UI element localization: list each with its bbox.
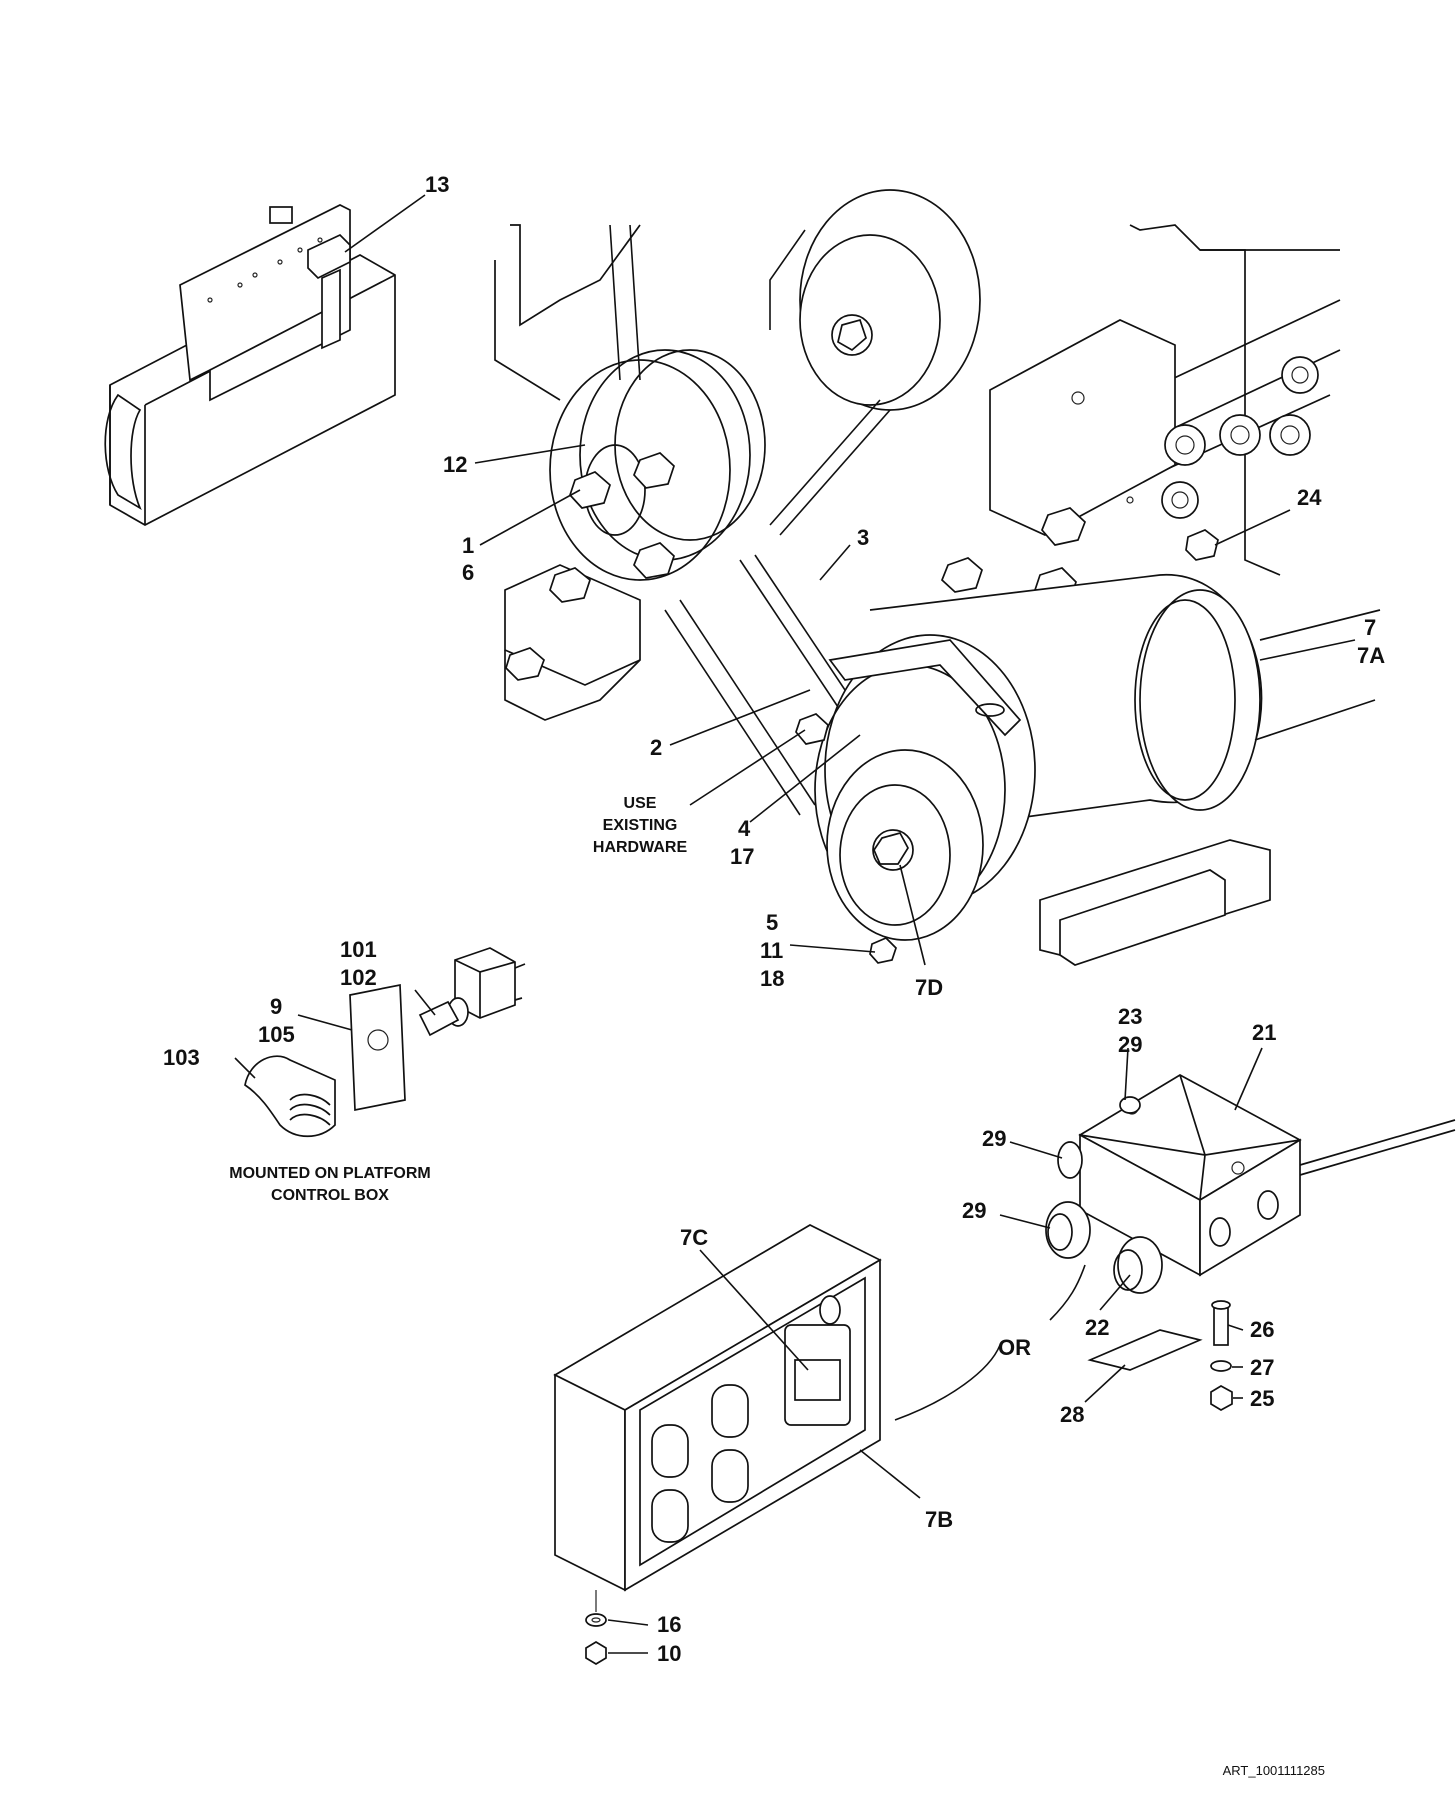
callout-12: 12 — [443, 452, 467, 477]
callout-7c: 7C — [680, 1225, 708, 1250]
callout-6: 6 — [462, 560, 474, 585]
callout-7d: 7D — [915, 975, 943, 1000]
callout-25: 25 — [1250, 1386, 1274, 1411]
callout-21: 21 — [1252, 1020, 1276, 1045]
note-mounted-line1: MOUNTED ON PLATFORM — [229, 1165, 430, 1182]
callout-1: 1 — [462, 533, 474, 558]
callout-29-left: 29 — [982, 1126, 1006, 1151]
callout-7a: 7A — [1357, 643, 1385, 668]
callout-9: 9 — [270, 994, 282, 1019]
callout-7: 7 — [1364, 615, 1376, 640]
callout-102: 102 — [340, 965, 377, 990]
note-or: OR — [998, 1335, 1031, 1360]
callout-27: 27 — [1250, 1355, 1274, 1380]
callout-23: 23 — [1118, 1004, 1142, 1029]
callout-29-top: 29 — [1118, 1032, 1142, 1057]
callout-16: 16 — [657, 1612, 681, 1637]
callout-10: 10 — [657, 1641, 681, 1666]
callout-4: 4 — [738, 816, 751, 841]
callout-7b: 7B — [925, 1507, 953, 1532]
callout-5: 5 — [766, 910, 778, 935]
callout-103: 103 — [163, 1045, 200, 1070]
note-mounted-line2: CONTROL BOX — [271, 1187, 389, 1204]
callout-24: 24 — [1297, 485, 1322, 510]
callout-29-lower: 29 — [962, 1198, 986, 1223]
callout-2: 2 — [650, 735, 662, 760]
callout-28: 28 — [1060, 1402, 1084, 1427]
callout-26: 26 — [1250, 1317, 1274, 1342]
callout-18: 18 — [760, 966, 784, 991]
callout-17: 17 — [730, 844, 754, 869]
junction-box-drawing — [1045, 1074, 1456, 1411]
art-number: ART_1001111285 — [1223, 1763, 1325, 1778]
callout-11: 11 — [760, 938, 783, 963]
control-box-bracket-drawing — [104, 204, 396, 526]
engine-generator-drawing — [494, 189, 1381, 966]
diagram-notes: USE EXISTING HARDWARE MOUNTED ON PLATFOR… — [229, 795, 1325, 1778]
callout-labels: 13 12 1 6 3 24 7 7A 2 4 17 5 11 18 7D 10… — [163, 172, 1385, 1666]
callout-105: 105 — [258, 1022, 295, 1047]
note-use-existing-line2: EXISTING — [603, 817, 678, 834]
leader-lines — [234, 194, 1356, 1654]
note-use-existing-line1: USE — [624, 795, 657, 812]
switch-components-drawing — [244, 947, 526, 1137]
callout-22: 22 — [1085, 1315, 1109, 1340]
note-use-existing-line3: HARDWARE — [593, 839, 688, 856]
receptacle-box-drawing — [553, 1224, 882, 1665]
outlet-faceplate — [651, 1384, 749, 1543]
callout-13: 13 — [425, 172, 449, 197]
callout-3: 3 — [857, 525, 869, 550]
callout-101: 101 — [340, 937, 377, 962]
